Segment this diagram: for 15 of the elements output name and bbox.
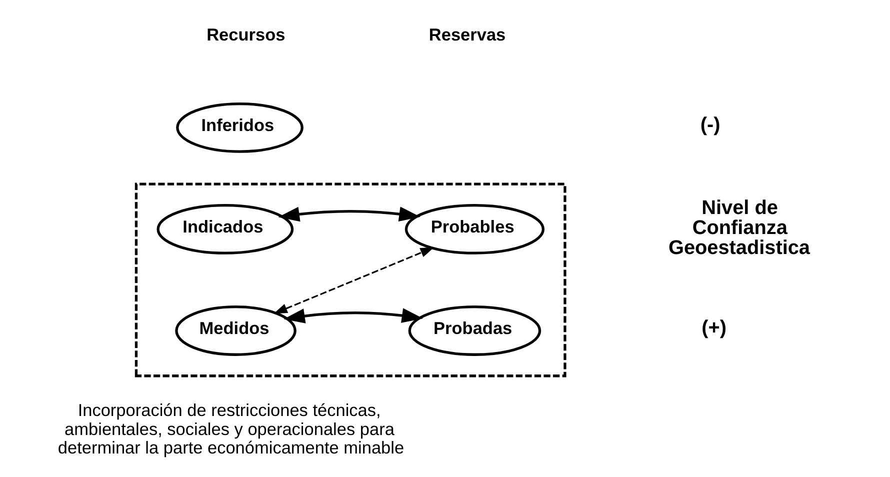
label: Incorporación de restricciones técnicas, ambientales, sociales y operacionales para determinar la parte económicamente minable — [57, 400, 404, 458]
node-ellipse: Indicados — [156, 204, 294, 254]
node-ellipse: Probables — [404, 204, 544, 254]
node-ellipse: Inferidos — [176, 102, 303, 153]
arrow — [278, 206, 420, 222]
cluster — [134, 182, 566, 378]
node-ellipse: Medidos — [174, 306, 296, 356]
label: Nivel de Confianza Geoestadistica — [668, 196, 810, 259]
label: (-) — [700, 114, 720, 136]
arrow — [273, 247, 434, 314]
arrow — [283, 308, 423, 324]
label: Recursos — [206, 24, 285, 45]
label: (+) — [701, 317, 726, 340]
label: Reservas — [428, 24, 506, 45]
node-ellipse: Probadas — [408, 306, 541, 356]
